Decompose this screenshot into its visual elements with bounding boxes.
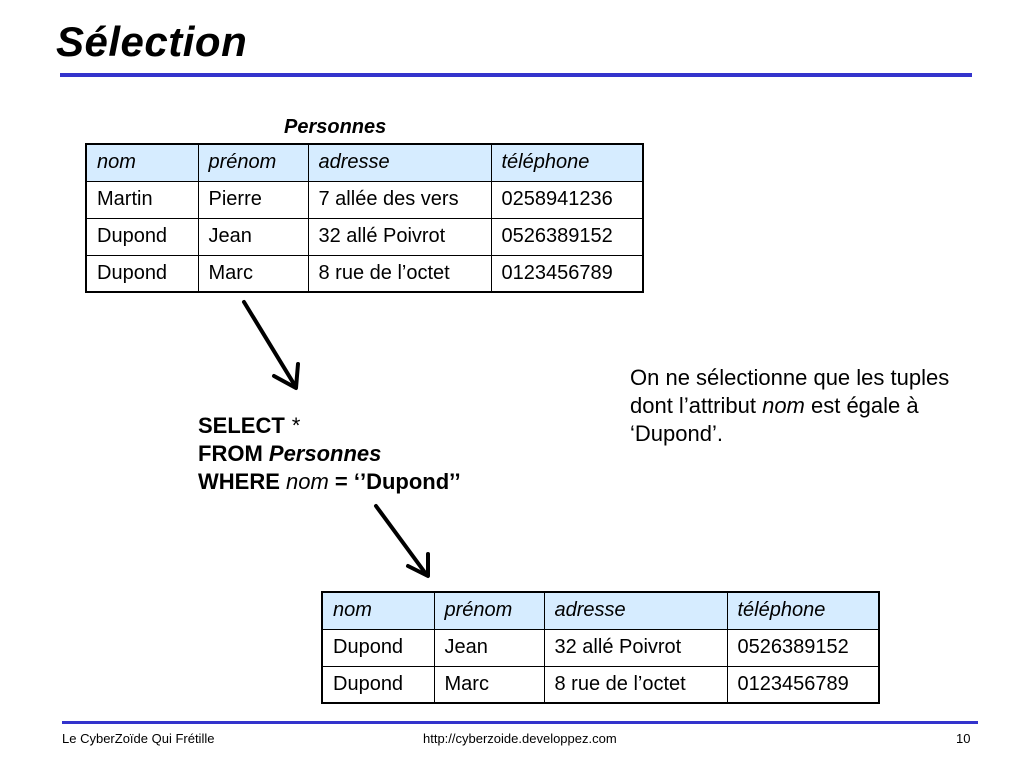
table-cell: Marc: [197, 254, 309, 293]
note-text: On ne sélectionne que les tuples dont l’…: [630, 365, 950, 418]
table-cell: 8 rue de l’octet: [543, 665, 728, 704]
column-header: téléphone: [490, 143, 644, 182]
slide-title: Sélection: [56, 18, 248, 65]
column-header: nom: [321, 591, 435, 630]
table-row: Dupond Jean 32 allé Poivrot 0526389152: [85, 217, 644, 256]
down-arrow-icon: [374, 504, 430, 578]
sql-where-attr: nom: [286, 469, 329, 494]
table-cell: Dupond: [321, 628, 435, 667]
table-cell: Jean: [433, 628, 545, 667]
sql-keyword: SELECT: [198, 413, 291, 438]
sql-query: SELECT * FROM Personnes WHERE nom = ‘’Du…: [198, 412, 461, 496]
table-cell: 0123456789: [490, 254, 644, 293]
column-header: adresse: [543, 591, 728, 630]
table-cell: 0526389152: [726, 628, 880, 667]
table-cell: 0526389152: [490, 217, 644, 256]
table-cell: 32 allé Poivrot: [307, 217, 492, 256]
explanation-note: On ne sélectionne que les tuples dont l’…: [630, 364, 950, 448]
table-cell: 0258941236: [490, 180, 644, 219]
table-header-row: nom prénom adresse téléphone: [321, 591, 880, 630]
title-divider: [60, 73, 972, 77]
table-cell: Dupond: [85, 254, 199, 293]
sql-select-arg: *: [290, 413, 300, 438]
table-cell: 7 allée des vers: [307, 180, 492, 219]
sql-from-line: FROM Personnes: [198, 440, 461, 468]
table-row: Martin Pierre 7 allée des vers 025894123…: [85, 180, 644, 219]
table-caption: Personnes: [284, 116, 387, 138]
note-text: est égale à ‘Dupond’.: [630, 393, 919, 446]
table-row: Dupond Jean 32 allé Poivrot 0526389152: [321, 628, 880, 667]
column-header: nom: [85, 143, 199, 182]
table-row: Dupond Marc 8 rue de l’octet 0123456789: [321, 665, 880, 704]
table-cell: Jean: [197, 217, 309, 256]
down-arrow-icon: [242, 300, 300, 390]
table-header-row: nom prénom adresse téléphone: [85, 143, 644, 182]
table-cell: Dupond: [321, 665, 435, 704]
sql-from-arg: Personnes: [268, 441, 382, 466]
column-header: prénom: [197, 143, 309, 182]
table-cell: Marc: [433, 665, 545, 704]
sql-where-line: WHERE nom = ‘’Dupond’’: [198, 468, 461, 496]
footer-author: Le CyberZoïde Qui Frétille: [62, 731, 215, 746]
column-header: téléphone: [726, 591, 880, 630]
sql-keyword: WHERE: [198, 469, 286, 494]
page-number: 10: [956, 731, 971, 746]
table-row: Dupond Marc 8 rue de l’octet 0123456789: [85, 254, 644, 293]
table-cell: Dupond: [85, 217, 199, 256]
result-table: nom prénom adresse téléphone Dupond Jean…: [321, 591, 880, 704]
table-cell: 32 allé Poivrot: [543, 628, 728, 667]
table-cell: 8 rue de l’octet: [307, 254, 492, 293]
column-header: prénom: [433, 591, 545, 630]
column-header: adresse: [307, 143, 492, 182]
source-table: nom prénom adresse téléphone Martin Pier…: [85, 143, 644, 293]
table-cell: 0123456789: [726, 665, 880, 704]
sql-keyword: FROM: [198, 441, 269, 466]
sql-where-condition: = ‘’Dupond’’: [328, 469, 461, 494]
table-cell: Pierre: [197, 180, 309, 219]
table-cell: Martin: [85, 180, 199, 219]
footer-url: http://cyberzoide.developpez.com: [423, 731, 617, 746]
sql-select-line: SELECT *: [198, 412, 461, 440]
note-attribute: nom: [762, 393, 805, 418]
footer-divider: [62, 721, 978, 724]
